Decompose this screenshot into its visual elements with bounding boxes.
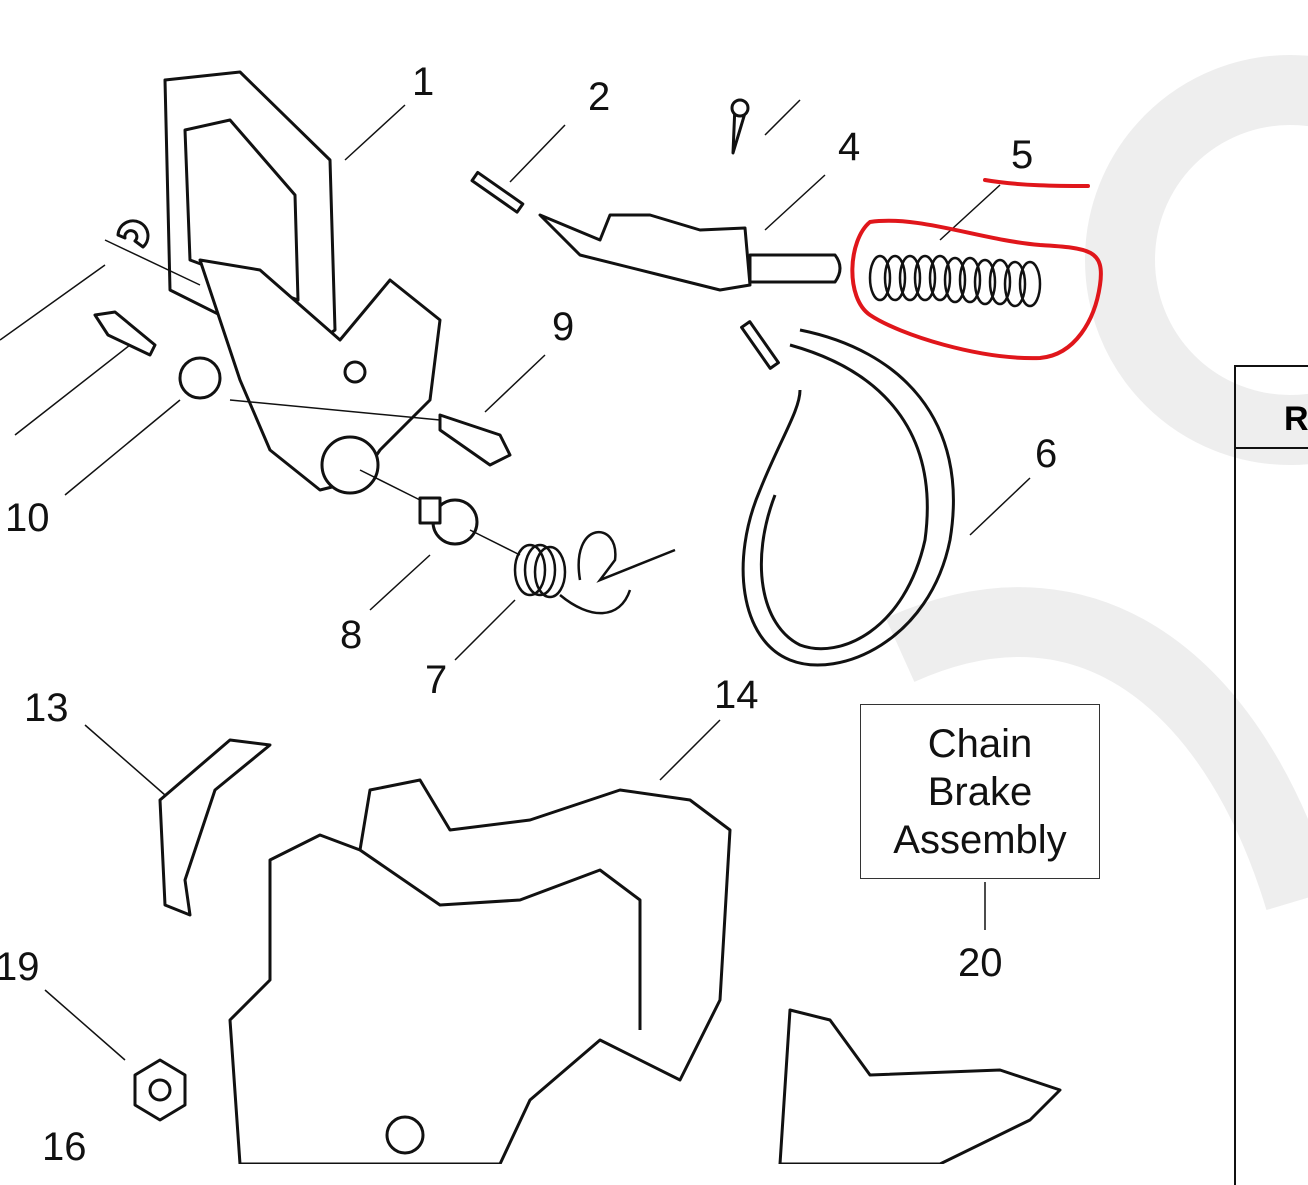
chain-brake-assembly-label: Chain Brake Assembly bbox=[860, 704, 1100, 879]
label-8: 8 bbox=[340, 613, 362, 657]
assembly-label-line: Chain bbox=[927, 721, 1033, 766]
watermark-logo bbox=[885, 55, 1308, 911]
assembly-label-line: Assembly bbox=[893, 817, 1067, 862]
label-19: 19 bbox=[0, 945, 40, 989]
highlight-annotation bbox=[850, 178, 1103, 361]
label-4: 4 bbox=[838, 125, 860, 169]
label-9: 9 bbox=[552, 305, 574, 349]
part-nut-16 bbox=[133, 1058, 187, 1122]
part-number-labels: 1 2 4 5 9 6 10 8 7 13 14 19 16 20 bbox=[0, 60, 1057, 1164]
leader-lines bbox=[0, 99, 1031, 1061]
table-header: R bbox=[1236, 367, 1308, 449]
part-torsion-spring-7 bbox=[513, 530, 676, 615]
assembly-label-line: Brake bbox=[927, 769, 1033, 814]
label-5: 5 bbox=[1011, 133, 1033, 177]
label-13: 13 bbox=[24, 686, 69, 730]
label-6: 6 bbox=[1035, 432, 1057, 476]
part-pin-2 bbox=[470, 170, 525, 214]
part-cover bbox=[778, 1008, 1062, 1164]
label-16: 16 bbox=[42, 1125, 87, 1164]
part-handguard bbox=[163, 70, 442, 495]
label-20: 20 bbox=[958, 941, 1003, 985]
part-housing-14 bbox=[228, 778, 732, 1164]
part-bushing-8 bbox=[418, 496, 479, 546]
part-spring-5 bbox=[868, 254, 1042, 308]
part-pin-9 bbox=[438, 413, 512, 467]
part-screw-10 bbox=[93, 219, 222, 400]
part-lever-4 bbox=[538, 98, 842, 292]
part-brake-band-6 bbox=[740, 320, 955, 667]
label-2: 2 bbox=[588, 75, 610, 119]
label-1: 1 bbox=[412, 60, 434, 104]
parts-table-panel: R bbox=[1234, 365, 1308, 1185]
label-14: 14 bbox=[714, 673, 759, 717]
label-10: 10 bbox=[5, 496, 50, 540]
part-clip-13 bbox=[158, 738, 272, 917]
label-7: 7 bbox=[425, 658, 447, 702]
